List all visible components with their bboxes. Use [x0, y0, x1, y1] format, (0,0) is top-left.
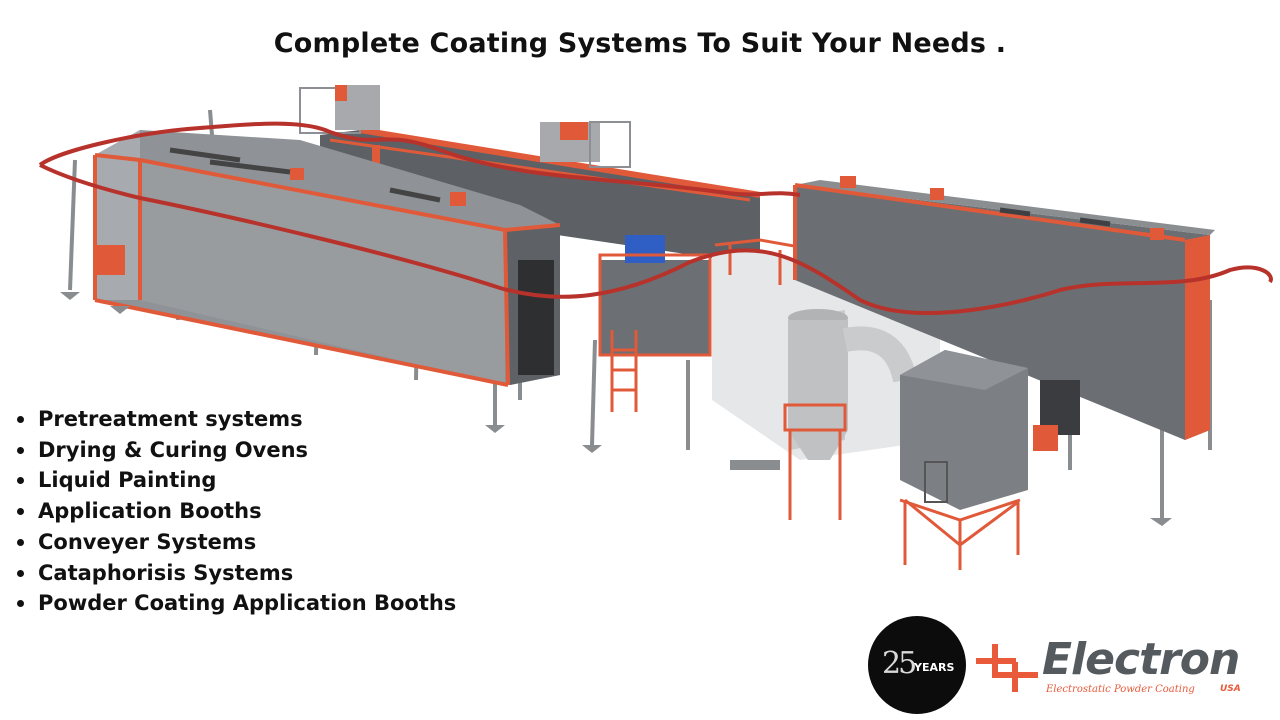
cyclone	[788, 320, 848, 460]
brand-tagline: Electrostatic Powder Coating	[1046, 684, 1195, 695]
anniversary-badge: 25 YEARS	[868, 616, 966, 714]
conveyor-rail-front	[39, 163, 1273, 315]
filter-unit	[900, 350, 1028, 510]
list-item: Drying & Curing Ovens	[14, 435, 456, 466]
list-item: Pretreatment systems	[14, 404, 456, 435]
list-item: Cataphorisis Systems	[14, 558, 456, 589]
badge-number: 25	[882, 646, 917, 681]
brand-region: USA	[1220, 684, 1241, 694]
back-booth	[320, 130, 760, 265]
list-item: Powder Coating Application Booths	[14, 588, 456, 619]
brand-name: Electron	[1042, 634, 1240, 685]
badge-label: YEARS	[914, 661, 955, 674]
list-item: Conveyer Systems	[14, 527, 456, 558]
feature-list: Pretreatment systems Drying & Curing Ove…	[14, 404, 456, 619]
fan-units	[299, 85, 631, 168]
cross-mark-icon	[976, 644, 1038, 692]
conveyor-rail-back	[38, 121, 801, 197]
brand-logo: Electron Electrostatic Powder Coating US…	[976, 634, 1256, 700]
pretreatment-tank	[600, 260, 710, 355]
page-title: Complete Coating Systems To Suit Your Ne…	[273, 28, 1007, 59]
right-oven	[795, 185, 1210, 440]
list-item: Liquid Painting	[14, 465, 456, 496]
list-item: Application Booths	[14, 496, 456, 527]
